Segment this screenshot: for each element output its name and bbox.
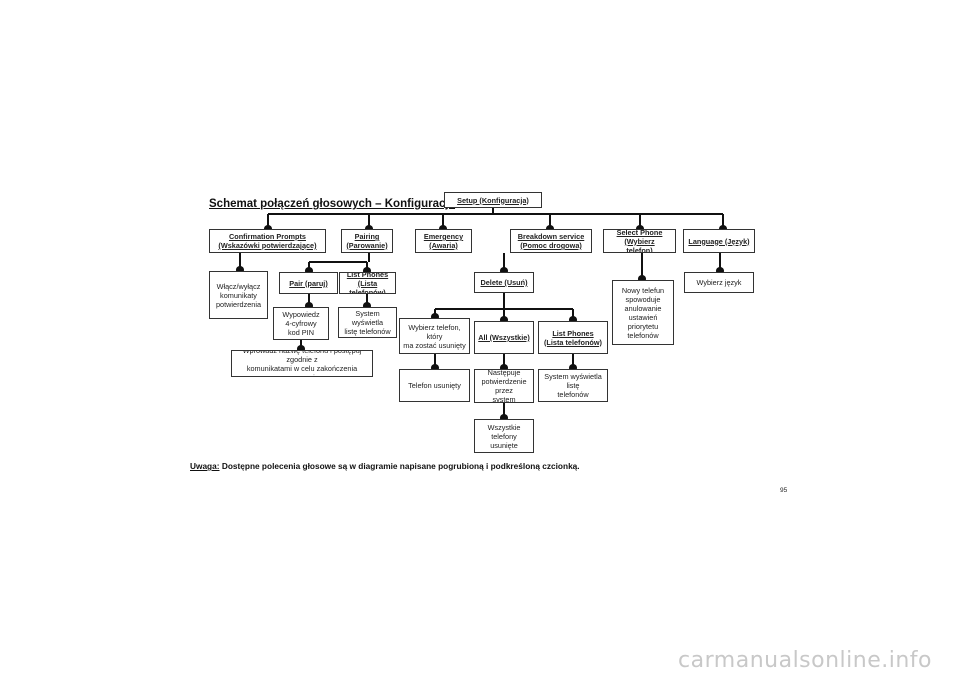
new-phone-label: Nowy telefun spowoduje anulowanie ustawi… bbox=[621, 285, 665, 340]
list-phones-label-2: List Phones (Lista telefonów) bbox=[544, 328, 602, 347]
confirmation-prompts-label: Confirmation Prompts (Wskazówki potwierd… bbox=[218, 232, 317, 250]
pair-node: Pair (paruj) bbox=[279, 272, 338, 294]
watermark: carmanualsonline.info bbox=[678, 648, 932, 673]
say-pin-label: Wypowiedz 4-cyfrowy kod PIN bbox=[282, 310, 320, 337]
toggle-prompts-node: Włącz/wyłącz komunikaty potwierdzenia bbox=[209, 271, 268, 319]
all-phones-deleted-node: Wszystkie telefony usunięte bbox=[474, 419, 534, 453]
confirmation-prompts-node: Confirmation Prompts (Wskazówki potwierd… bbox=[209, 229, 326, 253]
system-confirmation-label: Następuje potwierdzenie przez system bbox=[481, 369, 527, 403]
system-shows-phones-node-1: System wyświetla listę telefonów bbox=[338, 307, 397, 338]
system-shows-phones-node-2: System wyświetla listę telefonów bbox=[538, 369, 608, 402]
new-phone-node: Nowy telefun spowoduje anulowanie ustawi… bbox=[612, 280, 674, 345]
language-label: Language (Język) bbox=[688, 236, 750, 246]
pair-label: Pair (paruj) bbox=[289, 278, 328, 288]
emergency-node: Emergency (Awaria) bbox=[415, 229, 472, 253]
phone-deleted-label: Telefon usunięty bbox=[408, 381, 461, 390]
say-pin-node: Wypowiedz 4-cyfrowy kod PIN bbox=[273, 307, 329, 340]
choose-phone-to-delete-node: Wybierz telefon, który ma zostać usunięt… bbox=[399, 318, 470, 354]
select-phone-node: Select Phone (Wybierz telefon) bbox=[603, 229, 676, 253]
breakdown-service-label: Breakdown service (Pomoc drogowa) bbox=[517, 232, 585, 250]
footnote: Uwaga: Dostępne polecenia głosowe są w d… bbox=[190, 461, 580, 471]
phone-deleted-node: Telefon usunięty bbox=[399, 369, 470, 402]
emergency-label: Emergency (Awaria) bbox=[423, 232, 464, 250]
footnote-label: Uwaga: bbox=[190, 461, 220, 471]
delete-node: Delete (Usuń) bbox=[474, 272, 534, 293]
list-phones-node-1: List Phones (Lista telefonów) bbox=[339, 272, 396, 294]
list-phones-node-2: List Phones (Lista telefonów) bbox=[538, 321, 608, 354]
pairing-node: Pairing (Parowanie) bbox=[341, 229, 393, 253]
choose-language-node: Wybierz język bbox=[684, 272, 754, 293]
delete-label: Delete (Usuń) bbox=[480, 278, 528, 287]
pairing-label: Pairing (Parowanie) bbox=[346, 232, 388, 250]
choose-phone-to-delete-label: Wybierz telefon, który ma zostać usunięt… bbox=[403, 322, 466, 350]
all-phones-deleted-label: Wszystkie telefony usunięte bbox=[487, 422, 521, 450]
system-shows-phones-label-2: System wyświetla listę telefonów bbox=[544, 372, 602, 399]
setup-label: Setup (Konfiguracja) bbox=[457, 195, 529, 205]
toggle-prompts-label: Włącz/wyłącz komunikaty potwierdzenia bbox=[215, 281, 262, 309]
choose-language-label: Wybierz język bbox=[696, 278, 742, 287]
select-phone-label: Select Phone (Wybierz telefon) bbox=[616, 229, 663, 253]
list-phones-label-1: List Phones (Lista telefonów) bbox=[346, 272, 389, 294]
breakdown-service-node: Breakdown service (Pomoc drogowa) bbox=[510, 229, 592, 253]
system-confirmation-node: Następuje potwierdzenie przez system bbox=[474, 369, 534, 403]
diagram-title: Schemat połączeń głosowych – Konfiguracj… bbox=[209, 198, 456, 210]
page-number: 95 bbox=[780, 487, 788, 494]
footnote-text: Dostępne polecenia głosowe są w diagrami… bbox=[221, 461, 580, 471]
enter-phone-name-label: Wprowadź nazwę telefonu i postępuj zgodn… bbox=[242, 350, 362, 377]
setup-node: Setup (Konfiguracja) bbox=[444, 192, 542, 208]
all-node: All (Wszystkie) bbox=[474, 321, 534, 354]
language-node: Language (Język) bbox=[683, 229, 755, 253]
enter-phone-name-node: Wprowadź nazwę telefonu i postępuj zgodn… bbox=[231, 350, 373, 377]
all-label: All (Wszystkie) bbox=[478, 333, 530, 342]
system-shows-phones-label-1: System wyświetla listę telefonów bbox=[344, 309, 391, 336]
